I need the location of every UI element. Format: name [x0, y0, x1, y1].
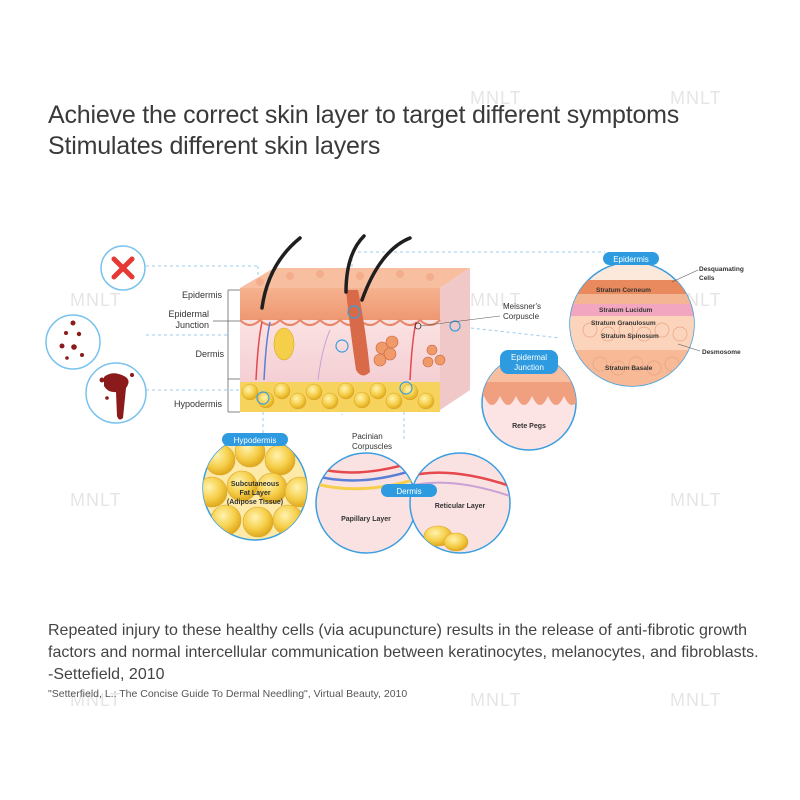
- epidermis-callout-title: Epidermis: [613, 255, 649, 264]
- watermark: MNLT: [670, 690, 722, 710]
- blood-drops-icon: [45, 314, 101, 370]
- epidermal-junction-title-1: Epidermal: [511, 353, 547, 362]
- hypodermis-callout-title: Hypodermis: [234, 436, 277, 445]
- stratum-granulosum-label: Stratum Granulosum: [591, 320, 656, 327]
- blood-splatter-icon: [85, 362, 147, 424]
- watermark: MNLT: [70, 290, 122, 310]
- fat-layer-label-3: (Adipose Tissue): [227, 499, 283, 506]
- watermark: MNLT: [470, 88, 522, 108]
- watermark: MNLT: [470, 290, 522, 310]
- layer-bracket: [213, 289, 240, 413]
- label-pacinian-1: Pacinian: [352, 432, 383, 441]
- watermark: MNLT: [670, 490, 722, 510]
- skin-layers-diagram: Epidermis Epidermal Junction Dermis Hypo…: [45, 234, 744, 554]
- left-labels: Epidermis Epidermal Junction Dermis Hypo…: [168, 290, 224, 409]
- watermark: MNLT: [670, 88, 722, 108]
- watermark: MNLT: [470, 690, 522, 710]
- epidermal-junction-callout: Epidermal Junction Rete Pegs: [481, 350, 577, 451]
- close-icon: [100, 245, 146, 291]
- page-title: Achieve the correct skin layer to target…: [48, 100, 788, 162]
- label-epidermis: Epidermis: [182, 290, 223, 300]
- epidermal-junction-title-2: Junction: [514, 363, 544, 372]
- body-text: Repeated injury to these healthy cells (…: [48, 622, 759, 683]
- title-line-1: Achieve the correct skin layer to target…: [48, 101, 680, 129]
- stratum-spinosum-label: Stratum Spinosum: [601, 333, 659, 340]
- title-line-2: Stimulates different skin layers: [48, 132, 381, 160]
- stratum-lucidum-label: Stratum Lucidum: [599, 307, 653, 314]
- label-hypodermis: Hypodermis: [174, 399, 223, 409]
- hypodermis-callout: Hypodermis Subcutaneous Fat Layer (Adipo…: [202, 433, 308, 541]
- epidermis-callout: Epidermis Stratum Corneum Stratum Lucidu…: [569, 252, 744, 387]
- fat-layer-label-1: Subcutaneous: [231, 481, 279, 488]
- label-epidermal-junction-2: Junction: [175, 320, 209, 330]
- fat-layer-label-2: Fat Layer: [239, 490, 270, 497]
- reticular-layer-label: Reticular Layer: [435, 503, 486, 510]
- dermis-callout-title: Dermis: [396, 487, 421, 496]
- label-meissner-2: Corpuscle: [503, 312, 540, 321]
- stratum-basale-label: Stratum Basale: [605, 365, 653, 372]
- desmosome-label: Desmosome: [702, 349, 741, 356]
- desquamating-label-2: Cells: [699, 275, 715, 282]
- watermark: MNLT: [70, 690, 122, 710]
- corpuscle-labels: Meissner's Corpuscle Pacinian Corpuscles: [352, 302, 541, 451]
- rete-pegs-label: Rete Pegs: [512, 423, 546, 430]
- watermark: MNLT: [70, 490, 122, 510]
- desquamating-label-1: Desquamating: [699, 266, 744, 273]
- stratum-corneum-label: Stratum Corneum: [596, 287, 651, 294]
- skin-cross-section: [239, 234, 470, 412]
- papillary-layer-label: Papillary Layer: [341, 516, 391, 523]
- dermis-callout: Dermis Papillary Layer Reticular Layer: [315, 452, 511, 554]
- label-dermis: Dermis: [196, 349, 225, 359]
- citation: "Setterfield, L.: The Concise Guide To D…: [48, 688, 408, 700]
- label-epidermal-junction-1: Epidermal: [168, 309, 209, 319]
- label-meissner-1: Meissner's: [503, 302, 541, 311]
- label-pacinian-2: Corpuscles: [352, 442, 392, 451]
